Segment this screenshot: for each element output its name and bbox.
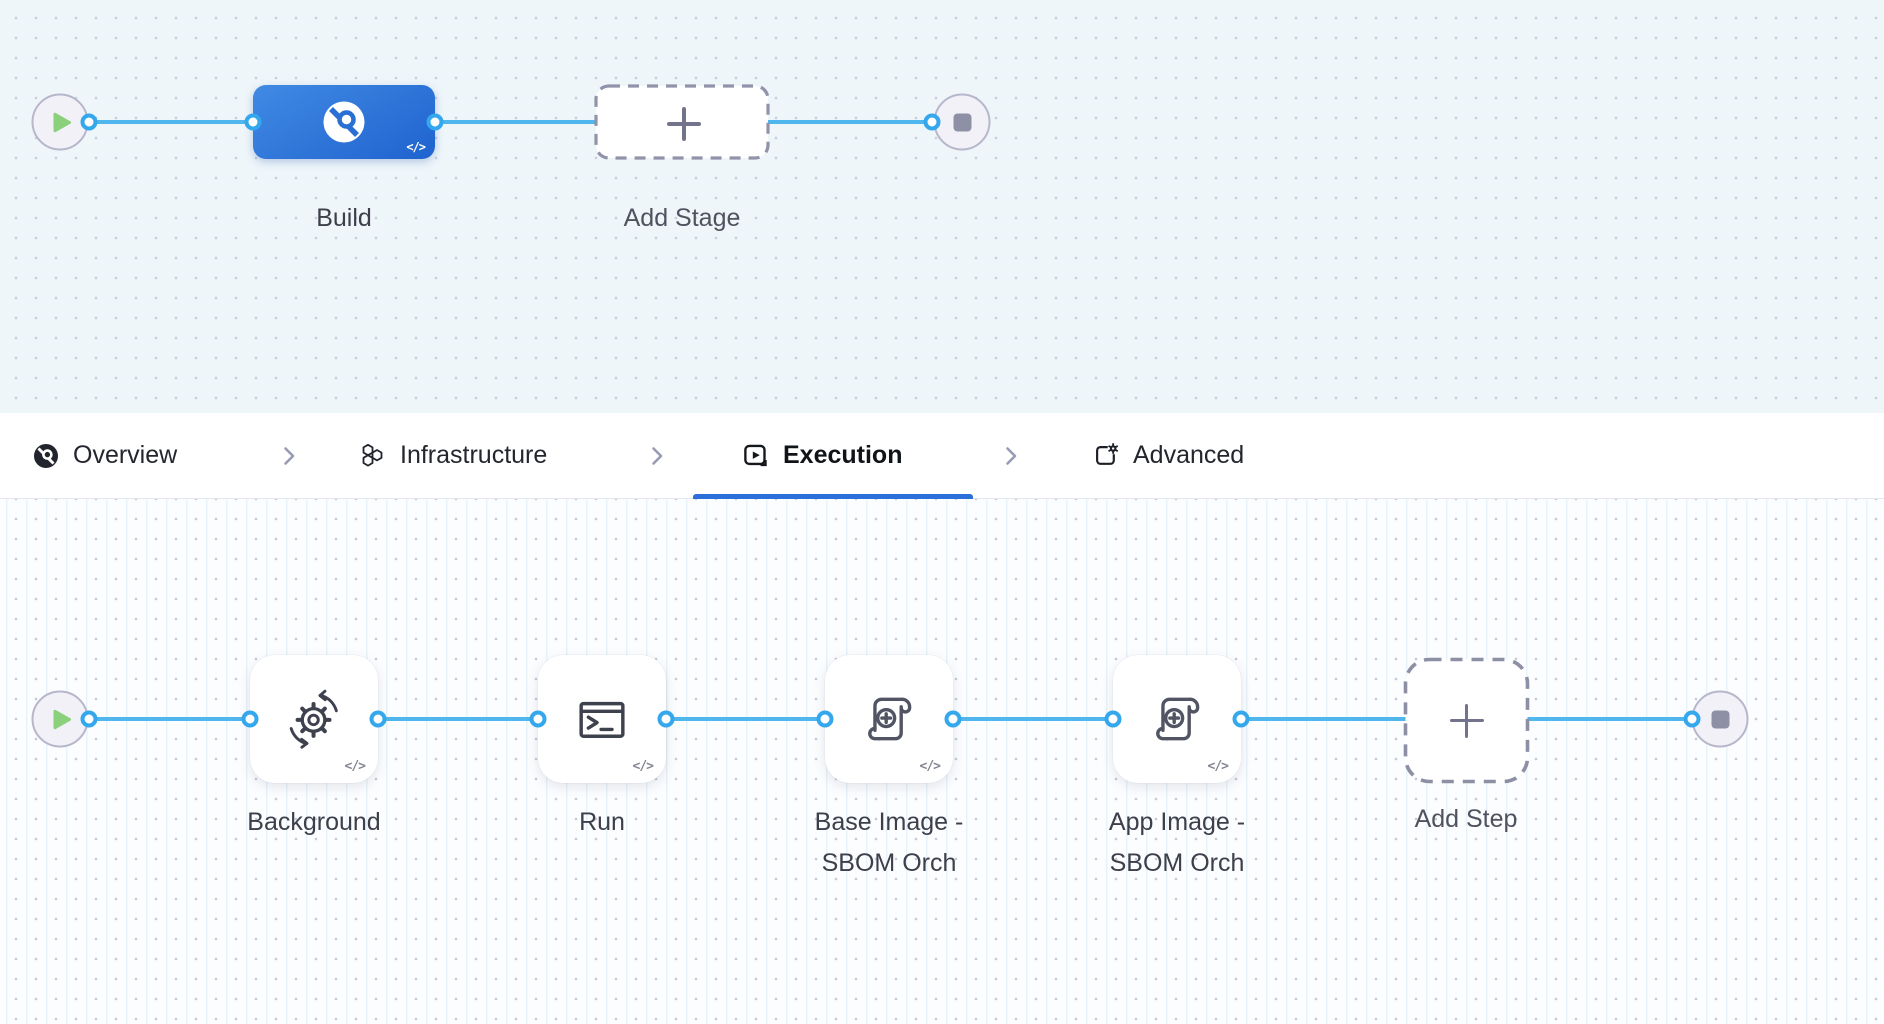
step-label-add-step: Add Step [1414,805,1518,833]
terminal-icon [579,701,625,738]
chevron-right-icon [652,447,663,465]
active-tab-underline [693,494,973,499]
step-label-run: Run [579,808,625,836]
code-toggle-badge: </> [632,759,655,774]
tab-label: Advanced [1133,441,1245,469]
ci-build-disc-icon [323,101,365,143]
stage-label-build: Build [316,204,372,232]
label-line-1: App Image - [1108,808,1246,836]
plus-icon [667,107,701,141]
connector-port[interactable] [816,710,834,728]
gear-sync-icon [289,689,338,749]
connector-port[interactable] [529,710,547,728]
add-stage-node[interactable] [594,84,770,160]
label-line-2: SBOM Orch [821,849,957,877]
chevron-right-icon [284,447,295,465]
step-node-app-image-sbom[interactable]: </> [1113,655,1241,783]
plus-icon [1449,703,1484,738]
connector-port[interactable] [244,113,262,131]
play-square-icon [744,444,767,467]
connector-port[interactable] [241,710,259,728]
tab-label: Infrastructure [400,441,548,469]
connector-port[interactable] [1104,710,1122,728]
step-node-base-image-sbom[interactable]: </> [825,655,953,783]
add-step-node[interactable] [1403,657,1530,784]
connector-port[interactable] [923,113,941,131]
connector-port[interactable] [1683,710,1701,728]
scroll-plus-icon [868,697,912,741]
code-toggle-badge: </> [406,140,426,154]
build-circle-icon [34,443,58,468]
square-gear-icon [1096,442,1119,465]
play-icon [53,112,71,132]
step-label-background: Background [247,808,381,836]
tab-advanced[interactable]: Advanced [1093,413,1244,498]
tab-label: Execution [783,441,903,469]
scroll-plus-icon [1156,697,1200,741]
stage-config-tabbar: Overview Infrastructure Execution [0,413,1884,499]
code-toggle-badge: </> [344,759,367,774]
code-toggle-badge: </> [1207,759,1230,774]
pipeline-end-node [933,93,991,151]
stop-icon [953,113,971,131]
code-toggle-badge: </> [919,759,942,774]
stop-icon [1711,710,1729,728]
chevron-right-icon [1006,447,1017,465]
step-label-base-image: Base Image - SBOM Orch [815,802,964,884]
label-line-2: SBOM Orch [1109,849,1245,877]
connector-port[interactable] [1232,710,1250,728]
stage-node-build[interactable]: </> [253,85,435,159]
connector-port[interactable] [426,113,444,131]
connector-port[interactable] [657,710,675,728]
execution-end-node [1691,690,1749,748]
connector-port[interactable] [80,113,98,131]
execution-start-node [31,690,89,748]
dashed-frame [594,84,770,160]
step-label-app-image: App Image - SBOM Orch [1109,802,1245,884]
tab-infrastructure[interactable]: Infrastructure [360,413,547,498]
play-icon [53,709,71,729]
connector-port[interactable] [80,710,98,728]
stage-edge-line [89,120,932,124]
execution-canvas[interactable]: </> </> </> [0,499,1884,1024]
stage-label-add-stage: Add Stage [623,204,741,232]
tab-label: Overview [73,441,178,469]
connector-port[interactable] [944,710,962,728]
stage-canvas[interactable]: </> Build Add Stage [0,0,1884,413]
hexagons-icon [362,443,383,467]
step-node-run[interactable]: </> [538,655,666,783]
tab-overview[interactable]: Overview [33,413,177,498]
pipeline-start-node [31,93,89,151]
tab-execution[interactable]: Execution [742,413,902,498]
label-line-1: Base Image - [814,808,964,836]
connector-port[interactable] [369,710,387,728]
step-node-background[interactable]: </> [250,655,378,783]
